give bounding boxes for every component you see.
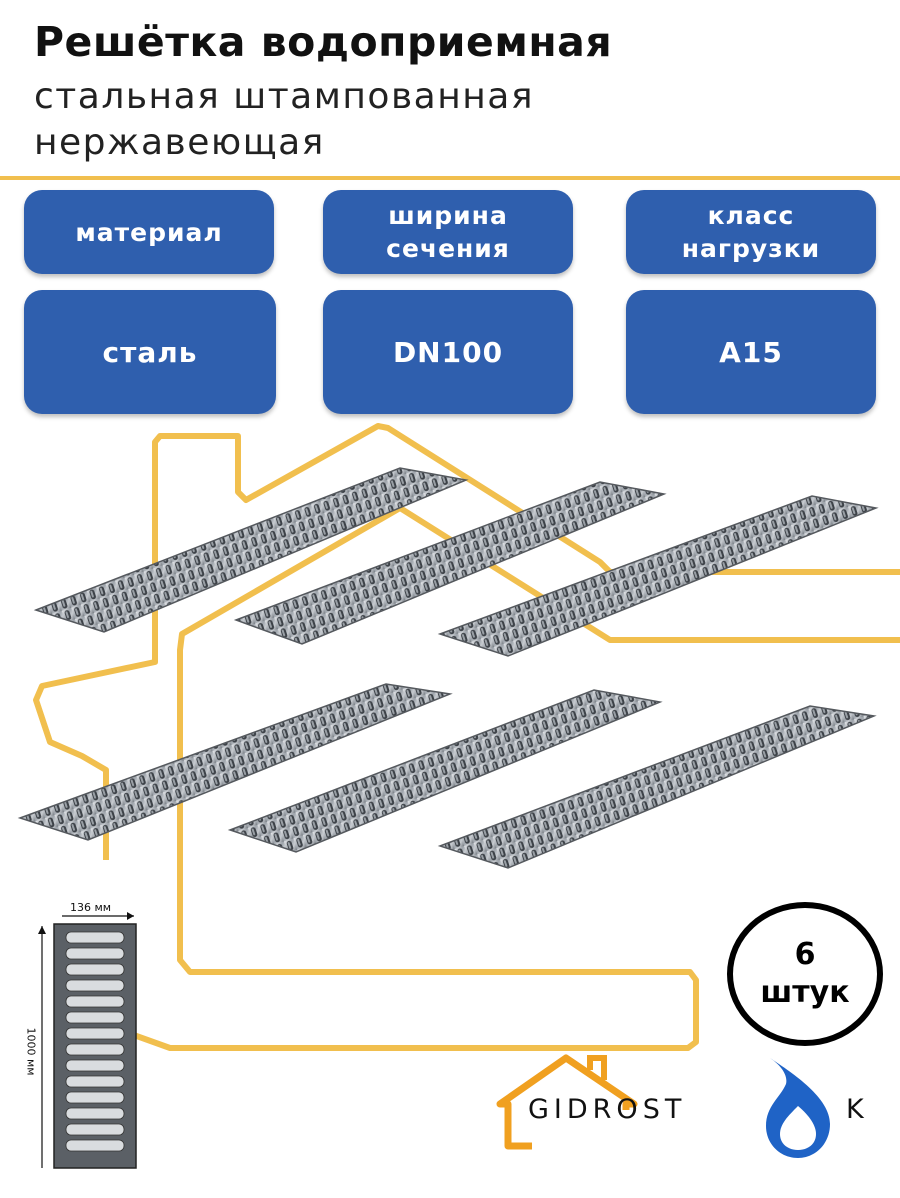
drop-icon — [766, 1058, 830, 1158]
spec-label-load-class: класс нагрузки — [626, 190, 876, 274]
grate-5 — [227, 689, 663, 853]
grate-2 — [233, 481, 667, 645]
quantity-number: 6 — [794, 937, 816, 972]
quantity-unit: штук — [760, 975, 850, 1010]
quantity-badge: 6 штук — [727, 902, 883, 1046]
grate-1 — [33, 467, 469, 633]
spec-value-material: сталь — [24, 290, 276, 414]
brand-name-suffix: K — [846, 1094, 864, 1125]
brand-name: GIDROST — [528, 1094, 687, 1125]
header-divider — [0, 176, 900, 180]
page-subtitle-line-1: стальная штампованная — [34, 76, 535, 117]
page-title: Решётка водоприемная — [34, 18, 613, 66]
page-subtitle-line-2: нержавеющая — [34, 122, 325, 163]
spec-value-load-class: A15 — [626, 290, 876, 414]
spec-label-width: ширина сечения — [323, 190, 573, 274]
grate-6 — [437, 705, 877, 869]
spec-label-material: материал — [24, 190, 274, 274]
dimension-length-label: 1000 мм — [24, 1027, 38, 1076]
dimension-width-label: 136 мм — [70, 901, 112, 914]
spec-value-width: DN100 — [323, 290, 573, 414]
house-outline-icon — [496, 1054, 638, 1150]
grate-4 — [17, 683, 453, 841]
dimension-drawing — [38, 912, 137, 1169]
grate-3 — [437, 495, 879, 657]
